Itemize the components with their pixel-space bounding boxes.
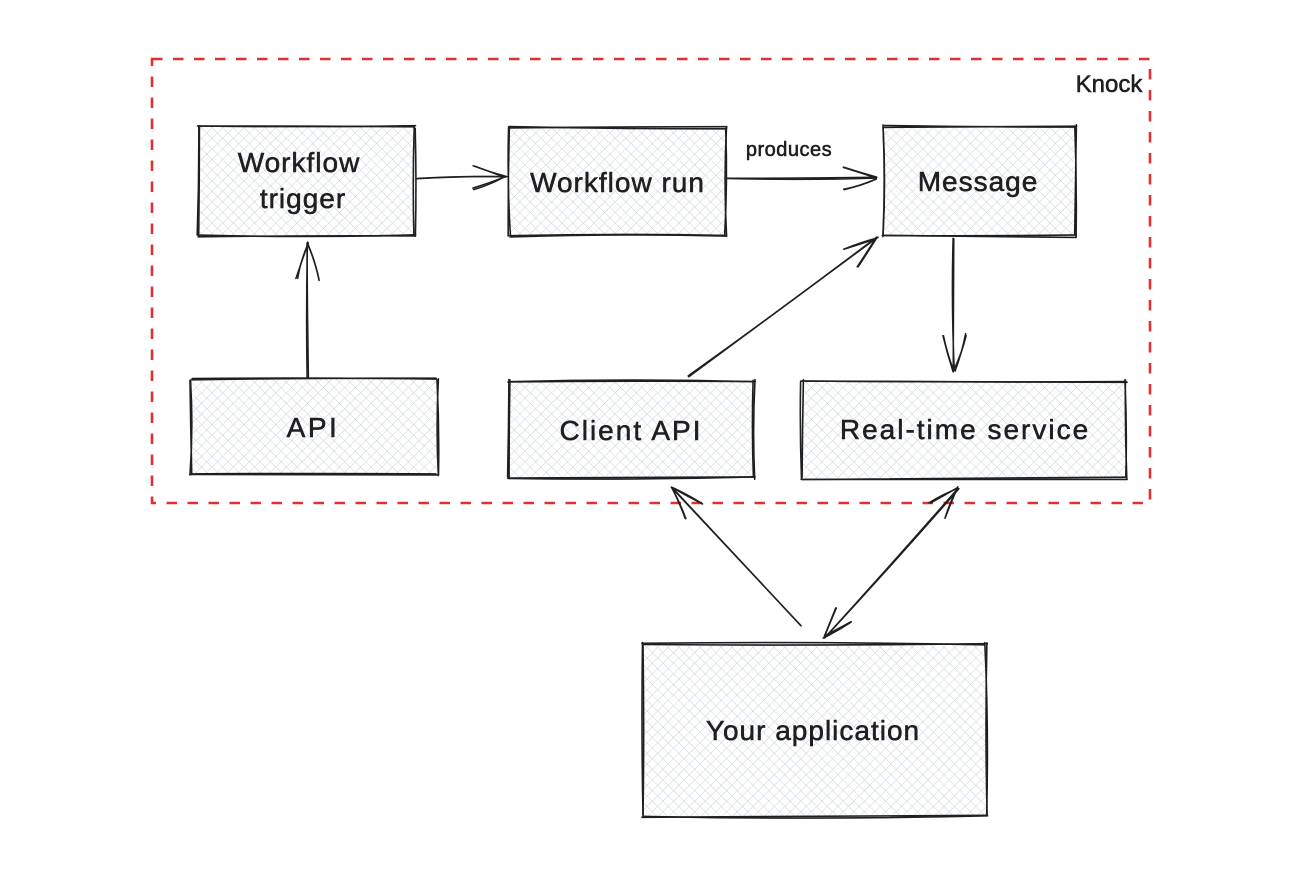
svg-text:Message: Message xyxy=(918,166,1039,197)
svg-text:Real-time service: Real-time service xyxy=(840,414,1090,445)
svg-text:trigger: trigger xyxy=(260,183,346,214)
svg-text:produces: produces xyxy=(746,139,832,161)
svg-text:API: API xyxy=(287,412,340,443)
svg-text:Workflow: Workflow xyxy=(238,147,361,178)
svg-text:Workflow run: Workflow run xyxy=(530,167,705,198)
svg-text:Knock: Knock xyxy=(1076,71,1144,98)
svg-text:Client API: Client API xyxy=(560,415,703,446)
svg-text:Your application: Your application xyxy=(706,715,920,746)
